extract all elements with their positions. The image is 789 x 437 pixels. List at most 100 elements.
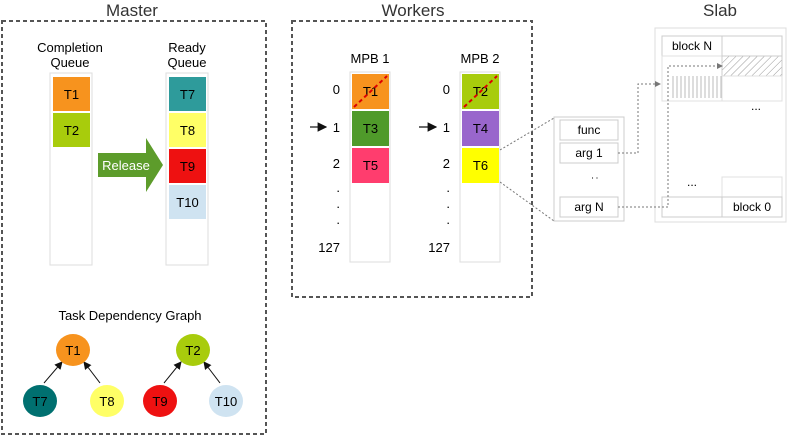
ready-task-t8-label: T8 xyxy=(180,123,195,138)
ready-task-t8 xyxy=(169,113,206,147)
slab-hatched-region-vertical xyxy=(670,76,722,98)
slab-ellipsis-mid: ... xyxy=(687,175,697,189)
completion-task-t1 xyxy=(53,77,90,111)
mpb1-row-label: . xyxy=(336,212,340,227)
mpb2-row-label: . xyxy=(446,212,450,227)
mpb1-row-label: 127 xyxy=(318,240,340,255)
mpb2-cell-t4-label: T4 xyxy=(473,121,488,136)
slab-block-0 xyxy=(721,196,783,218)
graph-node-t2 xyxy=(176,334,210,366)
slab-block-n-data xyxy=(721,35,783,57)
ready-queue-label-line2: Queue xyxy=(167,55,206,70)
descriptor-func-label: func xyxy=(578,123,601,137)
graph-node-t8-label: T8 xyxy=(99,394,114,409)
mpb1-row-label: 1 xyxy=(333,120,340,135)
graph-node-t9 xyxy=(143,385,177,417)
completion-task-t2 xyxy=(53,113,90,147)
task-descriptor: func arg 1 : arg N xyxy=(499,116,625,222)
slab-panel: Slab block N ... ... block 0 xyxy=(618,1,787,223)
mpb2-row-label: 1 xyxy=(443,120,450,135)
workers-panel: Workers MPB 1 012...127 T1T3T5 MPB 2 012… xyxy=(291,1,533,298)
slab-block-0-label: block 0 xyxy=(733,200,771,214)
release-label: Release xyxy=(102,158,150,173)
link-t6-descriptor-top xyxy=(499,117,555,151)
mpb1-row-label: 0 xyxy=(333,82,340,97)
release-arrow-shape xyxy=(98,138,163,192)
mpb2-row-label: 0 xyxy=(443,82,450,97)
mpb2-cell-t4 xyxy=(462,111,499,146)
slab-block-0-left xyxy=(661,196,723,218)
graph-node-t7-label: T7 xyxy=(32,394,47,409)
mpb2-row-label: . xyxy=(446,180,450,195)
completion-task-t1-label: T1 xyxy=(64,87,79,102)
ready-task-t7-label: T7 xyxy=(180,87,195,102)
graph-node-t9-label: T9 xyxy=(152,394,167,409)
mpb2-cells: T2T4T6 xyxy=(462,74,499,183)
mpb2-title: MPB 2 xyxy=(460,51,499,66)
ready-task-t9-label: T9 xyxy=(180,159,195,174)
completion-queue-label-line1: Completion xyxy=(37,40,103,55)
graph-node-t1-label: T1 xyxy=(65,343,80,358)
mpb1-cell-t3-label: T3 xyxy=(363,121,378,136)
completion-task-t2-label: T2 xyxy=(64,123,79,138)
mpb1-cell-t5-label: T5 xyxy=(363,158,378,173)
graph-node-t10 xyxy=(209,385,243,417)
mpb1-cell-t5 xyxy=(352,148,389,183)
mpb1-title: MPB 1 xyxy=(350,51,389,66)
mpb2-cell-t6-label: T6 xyxy=(473,158,488,173)
link-t6-descriptor-bottom xyxy=(499,181,555,222)
ready-task-t7 xyxy=(169,77,206,111)
mpb2-cell-t2-strike xyxy=(463,75,498,108)
master-title: Master xyxy=(106,1,158,20)
mpb1-row-label: . xyxy=(336,180,340,195)
workers-frame xyxy=(291,20,533,298)
slab-block-next xyxy=(721,75,783,102)
graph-title: Task Dependency Graph xyxy=(58,308,201,323)
ready-task-t10-label: T10 xyxy=(176,195,198,210)
master-frame xyxy=(1,20,267,435)
completion-queue-label-line2: Queue xyxy=(50,55,89,70)
mpb2-row-label: . xyxy=(446,196,450,211)
edge-t9-t2 xyxy=(163,361,182,384)
mpb2-cell-t6 xyxy=(462,148,499,183)
mpb1-cells: T1T3T5 xyxy=(352,74,389,183)
slab-ellipsis-top: ... xyxy=(751,99,761,113)
descriptor-arg1-label: arg 1 xyxy=(575,146,603,160)
mpb2-row-labels: 0 1 2... 127 xyxy=(428,82,450,255)
descriptor-argn-label: arg N xyxy=(574,200,603,214)
edge-t8-t1 xyxy=(83,361,101,384)
slab-title: Slab xyxy=(703,1,737,20)
workers-title: Workers xyxy=(382,1,445,20)
mpb1-row-labels: 0 1 2... 127 xyxy=(318,82,340,255)
descriptor-field-func xyxy=(559,119,619,141)
link-arg1-slab xyxy=(618,81,661,154)
graph-node-t10-label: T10 xyxy=(215,394,237,409)
slab-hatched-region-diagonal xyxy=(721,55,783,77)
graph-node-t8 xyxy=(90,385,124,417)
descriptor-ellipsis: : xyxy=(589,177,600,180)
mpb2-row-label: 2 xyxy=(443,156,450,171)
ready-queue-label-line1: Ready xyxy=(168,40,206,55)
graph-node-t1 xyxy=(56,334,90,366)
mpb2-row-label: 127 xyxy=(428,240,450,255)
mpb1-row-label: . xyxy=(336,196,340,211)
mpb1-cell-t3 xyxy=(352,111,389,146)
release-arrow: Release xyxy=(98,138,163,192)
slab-block-n-label: block N xyxy=(672,39,712,53)
mpb1-row-label: 2 xyxy=(333,156,340,171)
slab-block-1-right xyxy=(721,176,783,198)
graph-node-t2-label: T2 xyxy=(185,343,200,358)
graph-node-t7 xyxy=(23,385,57,417)
link-argn-slab xyxy=(618,63,723,208)
ready-task-t10 xyxy=(169,185,206,219)
edge-t10-t2 xyxy=(203,361,221,384)
edge-t7-t1 xyxy=(43,361,63,384)
mpb1-cell-t1-strike xyxy=(353,75,388,108)
ready-task-t9 xyxy=(169,149,206,183)
